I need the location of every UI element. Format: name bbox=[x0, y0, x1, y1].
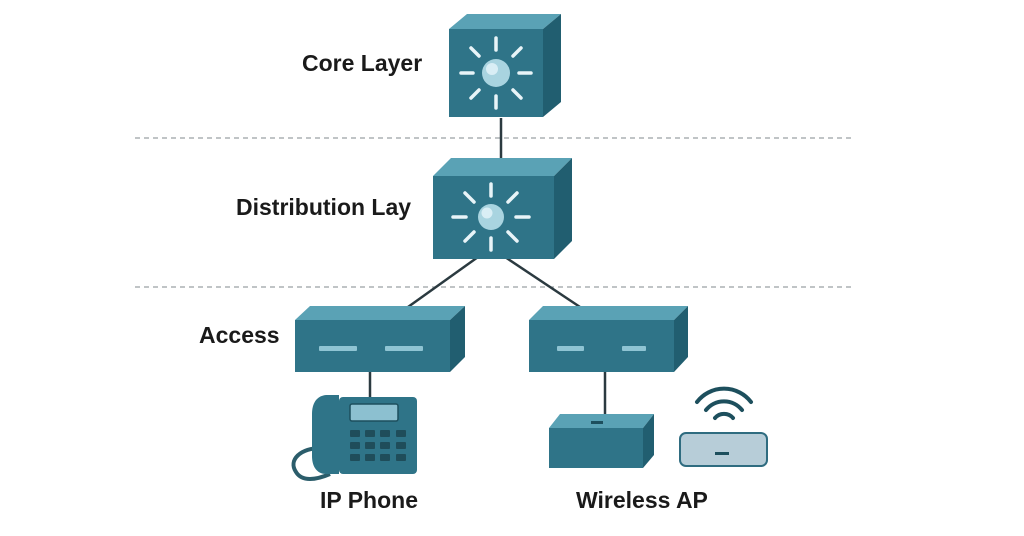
link-distribution-access-left bbox=[407, 255, 479, 309]
access-point-icon bbox=[549, 414, 654, 468]
wifi-router-icon bbox=[679, 386, 768, 467]
core-layer-label: Core Layer bbox=[302, 50, 423, 76]
ip-phone-label: IP Phone bbox=[320, 487, 418, 513]
core-switch-icon bbox=[449, 14, 561, 117]
ip-phone-icon bbox=[291, 395, 417, 481]
wireless-ap-label: Wireless AP bbox=[576, 487, 708, 513]
link-distribution-access-right bbox=[504, 255, 581, 309]
access-switch-right-icon bbox=[529, 306, 688, 372]
access-layer-label: Access bbox=[199, 322, 280, 348]
access-switch-left-icon bbox=[295, 306, 465, 372]
distribution-layer-label: Distribution Lay bbox=[236, 194, 412, 220]
distribution-switch-icon bbox=[433, 158, 572, 259]
links bbox=[368, 118, 607, 414]
